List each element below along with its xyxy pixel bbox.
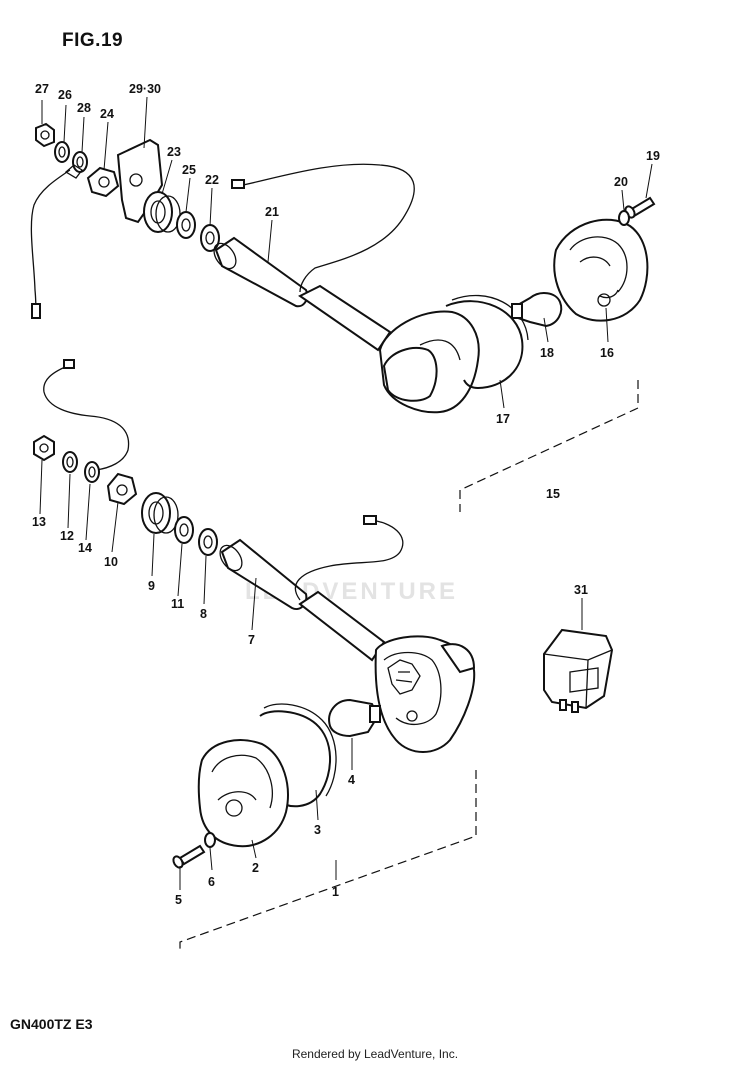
model-code: GN400TZ E3: [10, 1016, 93, 1032]
washer-20: [618, 210, 630, 226]
callout-19: 19: [646, 149, 660, 163]
washer-11: [174, 516, 194, 544]
callout-23: 23: [167, 145, 181, 159]
callout-4: 4: [348, 773, 355, 787]
callout-17: 17: [496, 412, 510, 426]
leader-lines: [39, 96, 653, 890]
wire-terminal-upper: [31, 303, 41, 319]
stem-cover-7: [220, 538, 308, 610]
grommet-24: [86, 166, 120, 198]
upper-turn-signal-assembly: [30, 122, 656, 414]
bulb-4: [328, 698, 381, 738]
gasket-3: [259, 710, 331, 808]
gasket-17: [445, 300, 524, 390]
callout-10: 10: [104, 555, 118, 569]
ground-wire-lower: [43, 364, 130, 471]
callout-26: 26: [58, 88, 72, 102]
callout-7: 7: [248, 633, 255, 647]
washer-26: [54, 141, 70, 163]
signal-wire-upper: [237, 163, 415, 293]
callout-24: 24: [100, 107, 114, 121]
callout-16: 16: [600, 346, 614, 360]
callout-labels: 27 26 28 24 29·30 23 25 22 21 19 20 18 1…: [32, 82, 660, 907]
grommet-10: [106, 472, 138, 506]
turn-signal-relay-31: [543, 628, 614, 713]
callout-6: 6: [208, 875, 215, 889]
lens-16: [553, 218, 649, 322]
spacer-22: [200, 224, 220, 252]
callout-28: 28: [77, 101, 91, 115]
callout-18: 18: [540, 346, 554, 360]
group-bracket-1: [179, 770, 477, 952]
figure-title: FIG.19: [62, 30, 124, 51]
callout-12: 12: [60, 529, 74, 543]
callout-14: 14: [78, 541, 92, 555]
stem-cover-21: [214, 236, 309, 308]
callout-25: 25: [182, 163, 196, 177]
callout-29-30: 29·30: [129, 82, 161, 96]
washer-25: [176, 211, 196, 239]
stem-tube-upper: [298, 284, 392, 352]
washer-14: [84, 461, 100, 483]
lamp-housing-lower: [374, 635, 476, 753]
nut-27: [35, 122, 55, 148]
callout-21: 21: [265, 205, 279, 219]
callout-15: 15: [546, 487, 560, 501]
callout-22: 22: [205, 173, 219, 187]
callout-27: 27: [35, 82, 49, 96]
lower-turn-signal-assembly: [33, 359, 614, 869]
group-bracket-15: [459, 380, 639, 512]
render-credit: Rendered by LeadVenture, Inc.: [291, 1047, 459, 1061]
spacer-8: [198, 528, 218, 556]
callout-31: 31: [574, 583, 588, 597]
callout-1: 1: [332, 885, 339, 899]
cushion-9: [141, 492, 171, 534]
callout-11: 11: [171, 597, 184, 611]
stem-tube-lower: [298, 590, 386, 662]
ground-wire-upper: [30, 169, 71, 319]
callout-9: 9: [148, 579, 155, 593]
callout-13: 13: [32, 515, 46, 529]
cushion-23: [143, 191, 173, 233]
nut-13: [33, 434, 55, 462]
callout-20: 20: [614, 175, 628, 189]
signal-wire-lower: [294, 519, 404, 601]
screw-5: [172, 844, 206, 869]
callout-3: 3: [314, 823, 321, 837]
callout-5: 5: [175, 893, 182, 907]
washer-12: [62, 451, 78, 473]
lens-2: [197, 739, 289, 848]
bulb-18: [511, 292, 563, 328]
callout-2: 2: [252, 861, 259, 875]
callout-8: 8: [200, 607, 207, 621]
washer-6: [204, 832, 216, 848]
